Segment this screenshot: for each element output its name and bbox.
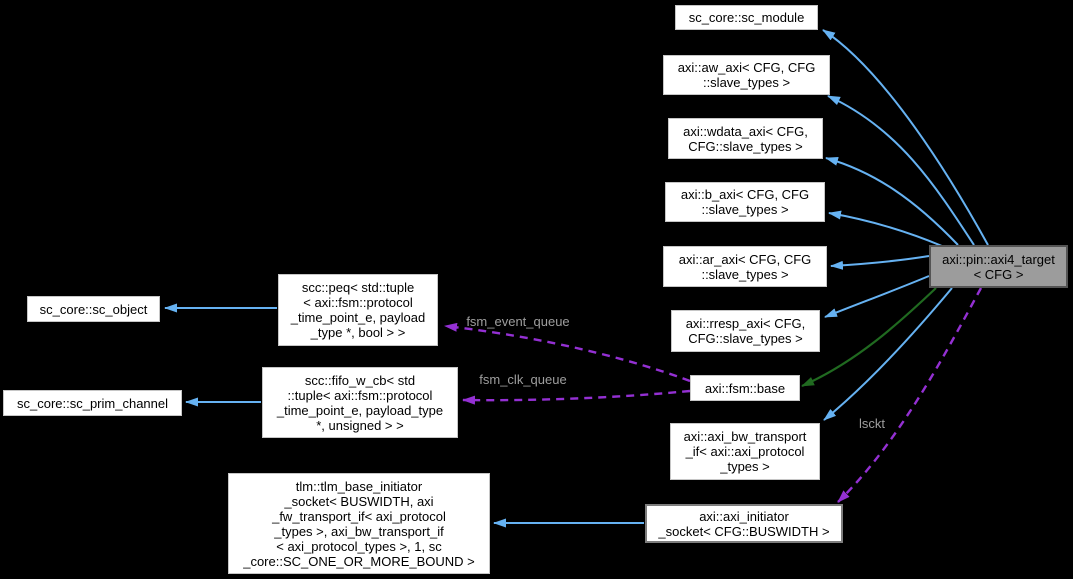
class-node-sc-module[interactable]: sc_core::sc_module <box>675 5 818 30</box>
edge-axi4-target-to-sc-module <box>822 29 989 246</box>
edge-label-fsm-event-queue: fsm_event_queue <box>466 314 570 329</box>
class-node-sc-prim-channel[interactable]: sc_core::sc_prim_channel <box>3 390 182 416</box>
class-node-wdata-axi[interactable]: axi::wdata_axi< CFG, CFG::slave_types > <box>668 118 823 159</box>
edge-label-lsckt: lsckt <box>859 416 885 431</box>
edge-axi4-target-to-fsm-base <box>801 287 937 388</box>
edge-axi4-target-to-aw-axi <box>827 95 975 246</box>
edge-label-fsm-clk-queue: fsm_clk_queue <box>479 372 567 387</box>
edge-fsm-base-to-fifo <box>462 389 691 405</box>
edge-axi4-target-to-bw-transport-if <box>823 287 953 421</box>
class-node-b-axi[interactable]: axi::b_axi< CFG, CFG ::slave_types > <box>665 182 825 222</box>
edge-axi4-target-to-ar-axi <box>830 255 930 270</box>
edge-axi4-target-to-initiator-socket <box>837 287 983 503</box>
class-node-axi-initiator-socket[interactable]: axi::axi_initiator _socket< CFG::BUSWIDT… <box>645 504 843 543</box>
class-node-scc-peq[interactable]: scc::peq< std::tuple < axi::fsm::protoco… <box>278 274 438 346</box>
edge-fsm-base-to-peq <box>444 322 691 383</box>
edge-axi4-target-to-rresp-axi <box>824 275 930 318</box>
class-node-sc-object[interactable]: sc_core::sc_object <box>27 296 160 322</box>
class-node-bw-transport-if[interactable]: axi::axi_bw_transport _if< axi::axi_prot… <box>670 423 820 480</box>
edge-axi4-target-to-b-axi <box>828 210 943 247</box>
class-node-rresp-axi[interactable]: axi::rresp_axi< CFG, CFG::slave_types > <box>671 310 820 352</box>
class-node-fsm-base[interactable]: axi::fsm::base <box>690 375 800 401</box>
class-node-tlm-base-initiator-socket[interactable]: tlm::tlm_base_initiator _socket< BUSWIDT… <box>228 473 490 574</box>
class-node-scc-fifo-w-cb[interactable]: scc::fifo_w_cb< std ::tuple< axi::fsm::p… <box>262 367 458 438</box>
class-node-axi4-target[interactable]: axi::pin::axi4_target < CFG > <box>929 245 1068 288</box>
class-node-aw-axi[interactable]: axi::aw_axi< CFG, CFG ::slave_types > <box>663 55 830 95</box>
class-node-ar-axi[interactable]: axi::ar_axi< CFG, CFG ::slave_types > <box>663 246 827 287</box>
edge-axi4-target-to-wdata-axi <box>825 156 959 246</box>
